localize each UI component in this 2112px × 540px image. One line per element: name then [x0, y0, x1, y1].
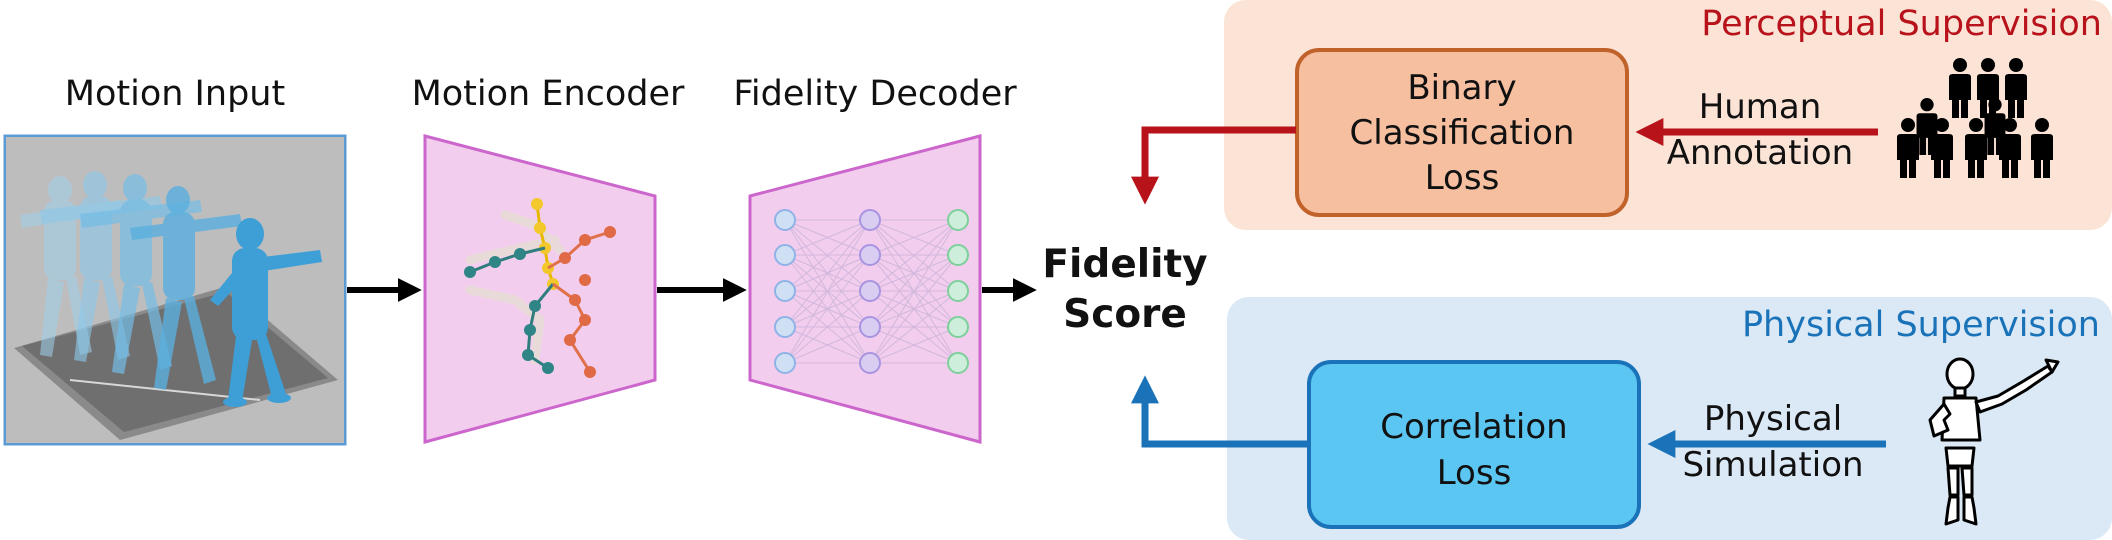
- nn-edge: [869, 254, 959, 364]
- person-figure: [1999, 118, 2021, 178]
- motion-input-label: Motion Input: [64, 74, 286, 114]
- nn-node: [774, 280, 796, 302]
- nn-node: [774, 352, 796, 374]
- person-figure: [1916, 98, 1938, 155]
- fidelity-decoder-label: Fidelity Decoder: [733, 74, 1017, 114]
- nn-edge: [784, 290, 871, 364]
- nn-edge: [784, 219, 871, 256]
- perceptual-supervision-title: Perceptual Supervision: [1701, 4, 2102, 44]
- nn-edge: [869, 219, 959, 292]
- nn-node: [859, 316, 881, 338]
- nn-node: [774, 209, 796, 231]
- simulation-label: Simulation: [1682, 445, 1864, 485]
- nn-node: [947, 316, 969, 338]
- nn-node: [774, 244, 796, 266]
- nn-edge: [784, 326, 871, 364]
- motion-encoder-label: Motion Encoder: [411, 74, 685, 114]
- nn-edge: [784, 254, 871, 364]
- nn-edge: [784, 219, 871, 292]
- nn-node: [774, 316, 796, 338]
- nn-edge: [869, 219, 959, 364]
- physical-supervision-title: Physical Supervision: [1741, 305, 2100, 345]
- person-figure: [2005, 58, 2027, 118]
- neural-network-icon: [774, 209, 969, 374]
- nn-node: [859, 280, 881, 302]
- nn-node: [947, 280, 969, 302]
- nn-node: [859, 209, 881, 231]
- motion-encoder-block: [423, 134, 657, 444]
- person-figure: [1984, 98, 2006, 155]
- mannequin-icon: [1928, 357, 2060, 526]
- crowd-icon: [1897, 58, 2053, 178]
- binary-classification-loss-label: Binary Classification Loss: [1297, 66, 1627, 201]
- nn-edge: [784, 219, 871, 328]
- nn-node: [947, 209, 969, 231]
- nn-edge: [869, 290, 959, 364]
- loss-line-classification: Classification: [1349, 113, 1575, 153]
- fidelity-score-line1: Fidelity: [1042, 242, 1208, 287]
- loss-line-binary: Binary: [1407, 68, 1517, 108]
- nn-edge: [869, 326, 959, 364]
- motion-input-image: [3, 134, 347, 446]
- nn-node: [947, 244, 969, 266]
- nn-edge: [784, 219, 871, 364]
- nn-edge: [869, 219, 959, 328]
- arrow-correlation-loss-to-score: [1131, 375, 1308, 448]
- arrow-classification-loss-to-score: [1131, 126, 1296, 205]
- nn-node: [859, 244, 881, 266]
- loss-line-loss: Loss: [1424, 158, 1500, 198]
- skeleton-graph-icon: [464, 198, 616, 378]
- nn-node: [859, 352, 881, 374]
- physical-label: Physical: [1703, 399, 1843, 439]
- fidelity-score-label: Fidelity Score: [1040, 240, 1210, 340]
- person-figure: [1965, 118, 1987, 178]
- nn-node: [947, 352, 969, 374]
- fidelity-score-line2: Score: [1063, 292, 1187, 337]
- correlation-loss-box: [1307, 360, 1641, 529]
- binary-classification-loss-box: [1295, 48, 1629, 217]
- correlation-loss-label: Correlation Loss: [1309, 404, 1639, 496]
- person-figure: [2031, 118, 2053, 178]
- loss-line-loss-2: Loss: [1436, 453, 1512, 493]
- person-figure: [1949, 58, 1971, 118]
- loss-line-correlation: Correlation: [1380, 407, 1568, 447]
- person-figure: [1897, 118, 1919, 178]
- annotation-label: Annotation: [1666, 133, 1854, 173]
- person-figure: [1931, 118, 1953, 178]
- nn-edge: [869, 219, 959, 256]
- physical-simulation-label: Physical Simulation: [1668, 396, 1878, 488]
- human-annotation-label: Human Annotation: [1660, 84, 1860, 176]
- human-label: Human: [1698, 87, 1822, 127]
